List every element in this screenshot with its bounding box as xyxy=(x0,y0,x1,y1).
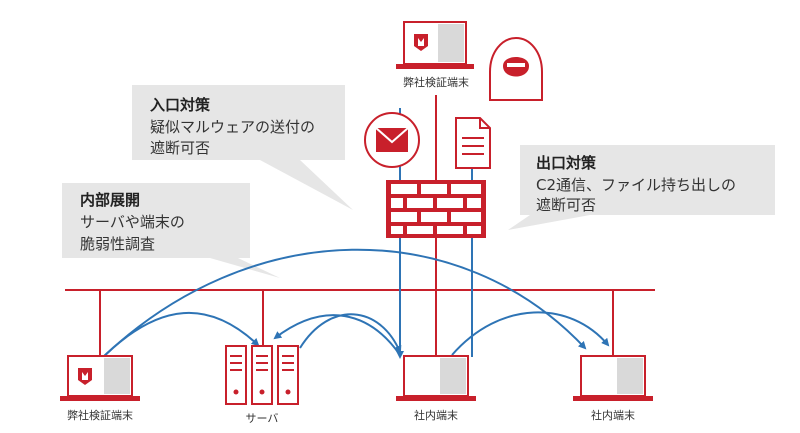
shield-logo-icon xyxy=(78,368,92,385)
callout-exit-line-2: 遮断可否 xyxy=(536,196,596,214)
lateral-arrow-server-to-internal xyxy=(299,313,402,354)
laptop-icon xyxy=(396,21,474,69)
callout-lateral-title: 内部展開 xyxy=(80,191,140,209)
server-rack-icon xyxy=(225,345,299,405)
callout-exit-line-1: C2通信、ファイル持ち出しの xyxy=(536,176,736,194)
bottom-test-terminal-label: 弊社検証端末 xyxy=(67,408,133,422)
callout-exit: 出口対策 C2通信、ファイル持ち出しの 遮断可否 xyxy=(508,145,775,230)
brick-firewall-icon xyxy=(386,180,486,238)
callout-entry-title: 入口対策 xyxy=(150,96,211,114)
internal-terminal-2-label: 社内端末 xyxy=(591,408,635,422)
lateral-arrow-internal-to-internal xyxy=(451,311,610,356)
laptop-icon xyxy=(396,355,476,401)
internal-terminal-1: 社内端末 xyxy=(396,355,476,422)
envelope-icon xyxy=(364,112,420,168)
top-test-terminal: 弊社検証端末 xyxy=(396,21,474,89)
bottom-test-terminal: 弊社検証端末 xyxy=(60,355,140,422)
laptop-icon xyxy=(573,355,653,401)
callout-lateral-line-2: 脆弱性調査 xyxy=(80,235,155,253)
internal-terminal-2: 社内端末 xyxy=(573,355,653,422)
callout-exit-title: 出口対策 xyxy=(536,154,597,172)
top-test-terminal-label: 弊社検証端末 xyxy=(403,75,469,89)
server: サーバ xyxy=(225,345,299,425)
callout-entry-line-1: 疑似マルウェアの送付の xyxy=(150,118,315,136)
shield-logo-icon xyxy=(414,34,428,51)
callout-entry: 入口対策 疑似マルウェアの送付の 遮断可否 xyxy=(132,85,353,210)
lateral-arrow-to-internal-2 xyxy=(99,248,587,361)
laptop-icon xyxy=(60,355,140,401)
server-label: サーバ xyxy=(246,412,279,425)
internal-terminal-1-label: 社内端末 xyxy=(414,408,458,422)
callout-entry-line-2: 遮断可否 xyxy=(150,139,210,157)
lateral-arrow-internal-to-server xyxy=(273,314,401,356)
document-icon xyxy=(455,117,491,169)
hooded-attacker-icon xyxy=(489,36,543,101)
callout-lateral-line-1: サーバや端末の xyxy=(80,213,185,231)
callout-lateral: 内部展開 サーバや端末の 脆弱性調査 xyxy=(62,183,280,278)
